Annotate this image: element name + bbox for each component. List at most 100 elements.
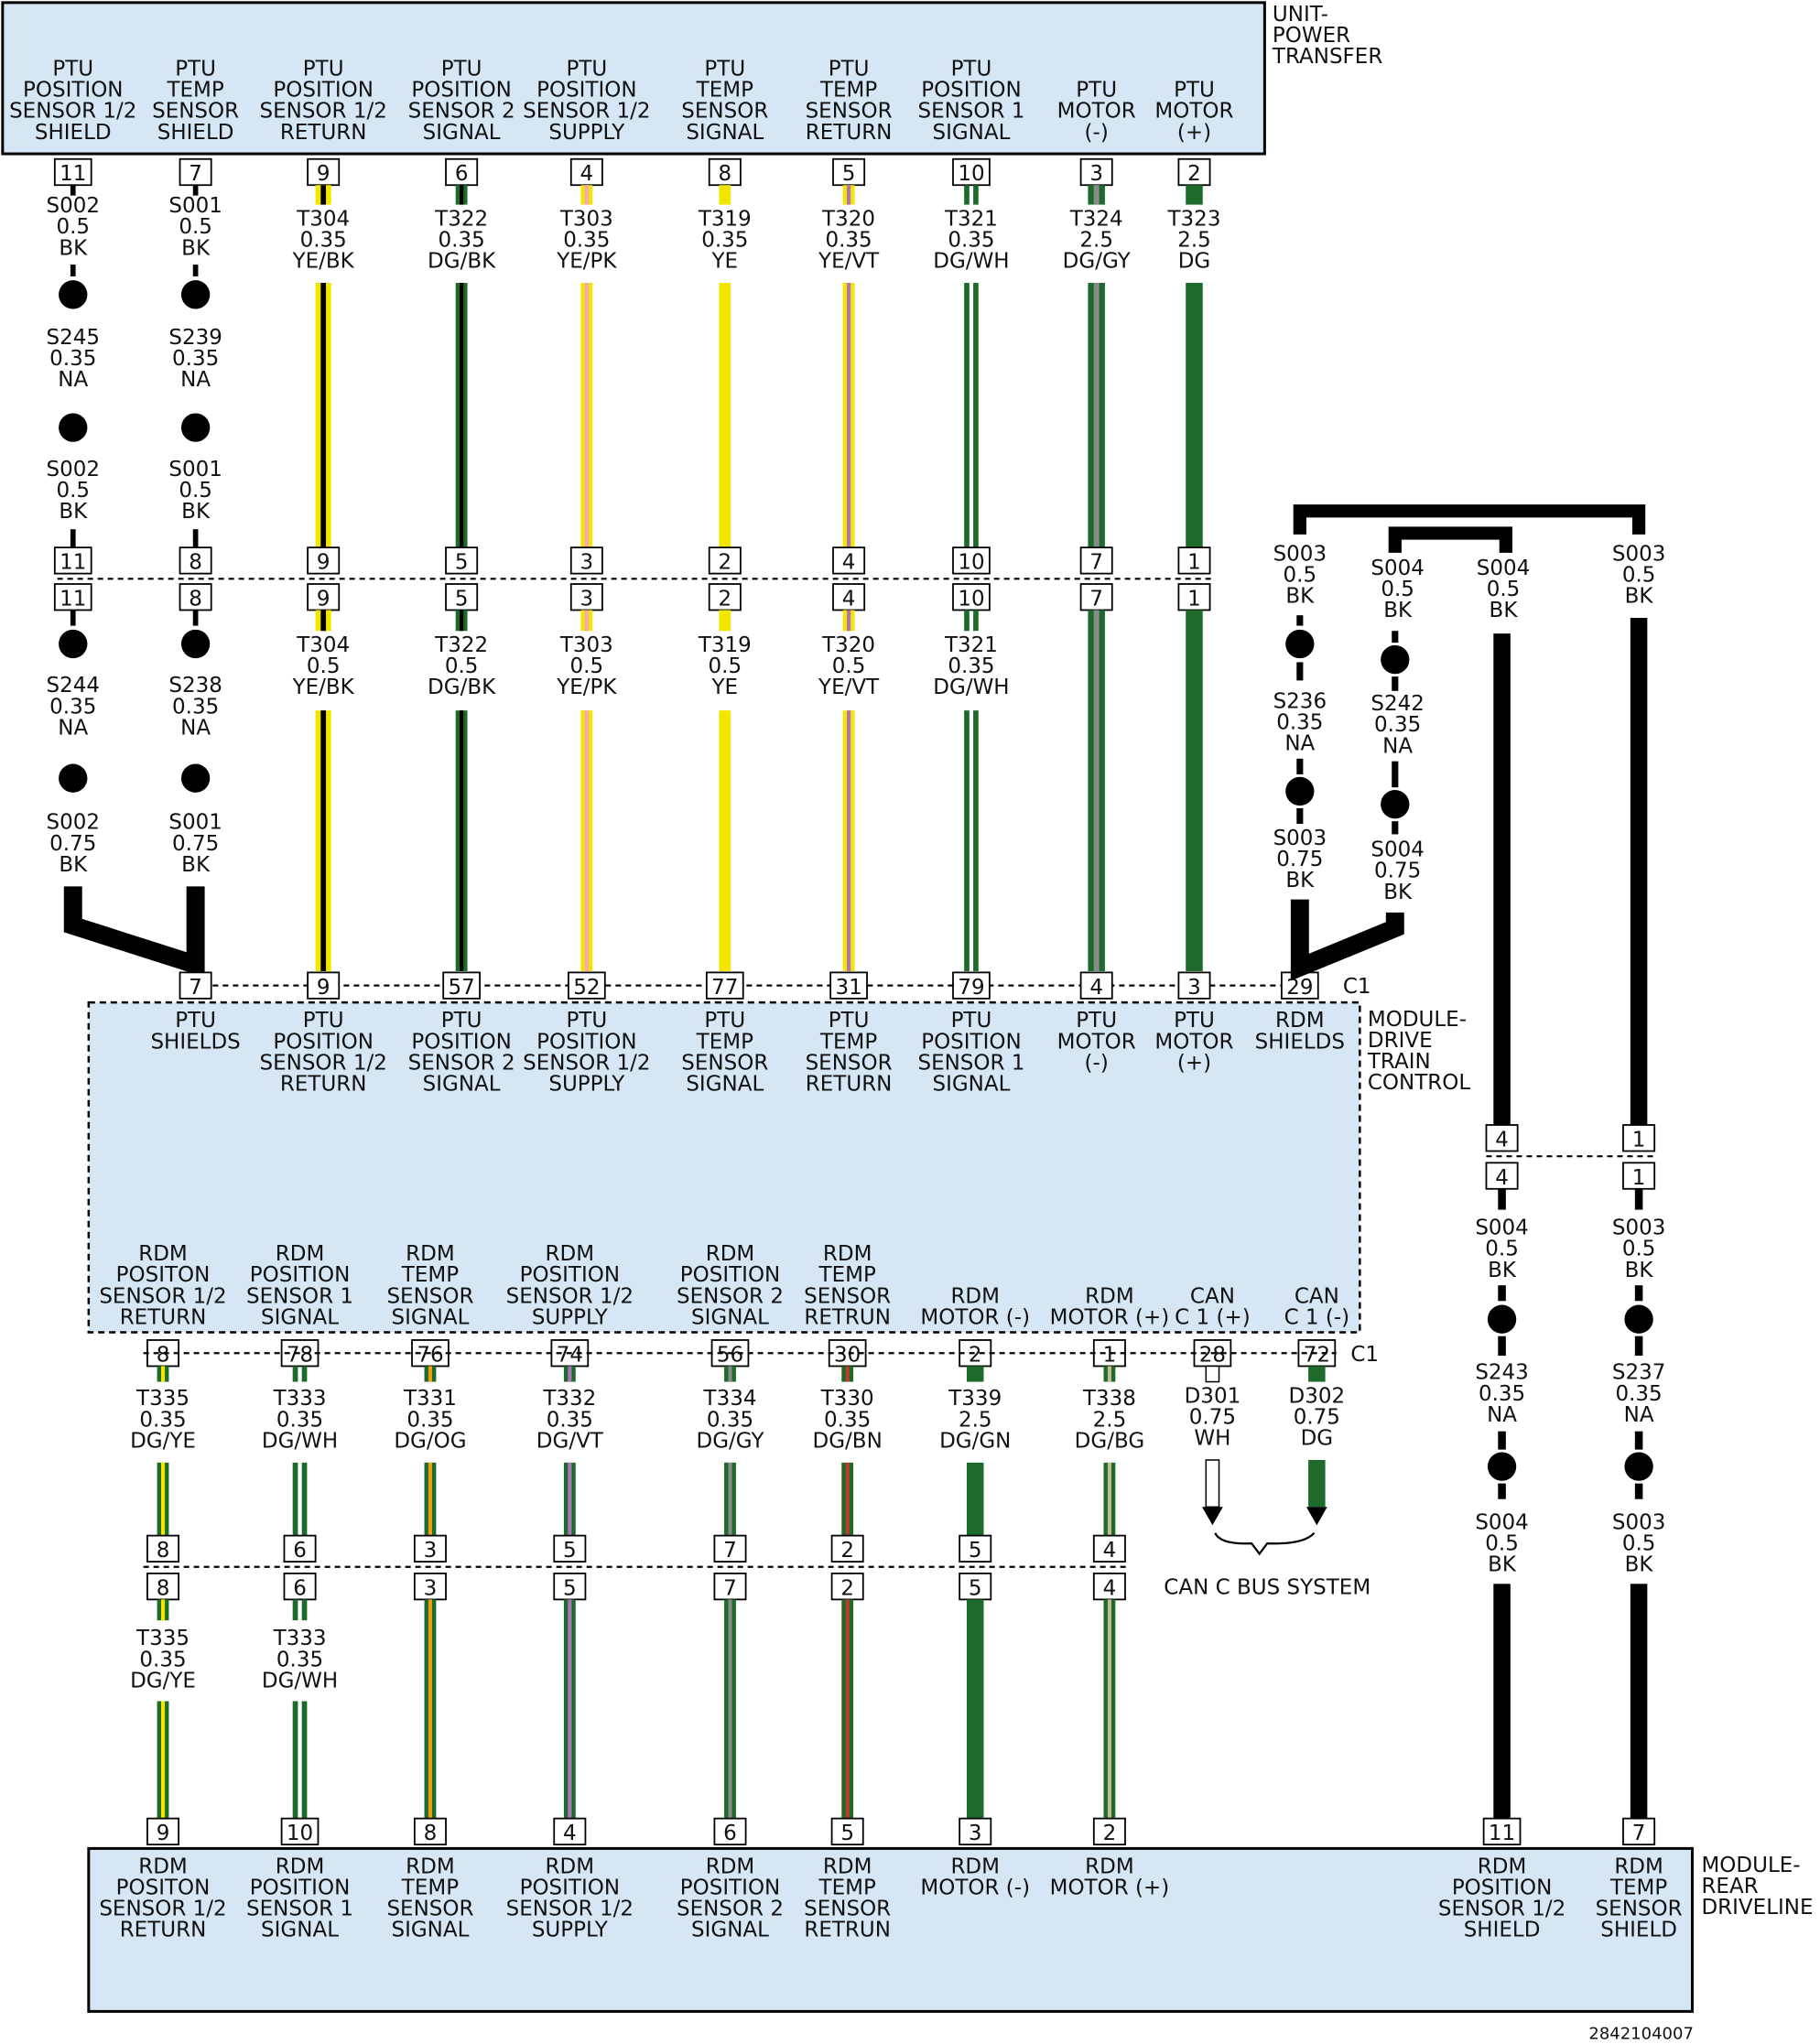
wire-ptu-shield-merge <box>63 886 205 978</box>
wire-spec: 0.5 <box>1485 1532 1519 1556</box>
splice-dot <box>180 413 211 442</box>
wire-spec: 0.5 <box>709 654 742 678</box>
splice-dot <box>180 763 211 793</box>
wire-sig1 <box>973 610 979 632</box>
wire-shield <box>1296 758 1304 774</box>
dtcm-pin-number: 56 <box>717 1343 743 1367</box>
wire-spec: DG/VT <box>536 1429 604 1453</box>
ptu-pin-label: PTU <box>1076 79 1117 103</box>
wire-spec: YE/VT <box>818 250 880 274</box>
wire-r_tret-stripe <box>845 1462 850 1536</box>
wire-spec: S003 <box>1273 827 1327 850</box>
wire-r_sig2-stripe <box>728 1462 732 1536</box>
wire-spec: D301 <box>1185 1384 1241 1408</box>
dtcm-pin-label: MOTOR (+) <box>1050 1305 1170 1329</box>
dtcm-pin-label: POSITION <box>680 1263 781 1287</box>
wire-spec: BK <box>1383 599 1413 622</box>
rdm-pin-label: SENSOR 1/2 <box>99 1898 226 1921</box>
ptu-pin-label: POSITION <box>411 79 512 103</box>
wire-sig1 <box>973 710 979 971</box>
pin-box <box>283 1534 317 1563</box>
inline-pin-number: 2 <box>718 551 731 575</box>
rdm-pin-label: SENSOR 1 <box>246 1898 353 1921</box>
wire-spec: BK <box>1625 585 1654 609</box>
ptu-pin-number: 2 <box>1187 162 1201 186</box>
rdm-pin-label: TEMP <box>1609 1876 1667 1900</box>
wire-shield <box>1296 807 1304 825</box>
wire-spec: BK <box>59 500 88 524</box>
dtcm-pin-label: PTU <box>951 1009 992 1033</box>
wire-spec: DG <box>1178 250 1211 274</box>
rdm-module-name: DRIVELINE <box>1701 1896 1813 1920</box>
wire-spec: DG/WH <box>262 1429 338 1453</box>
dtcm-pin-label: SHIELDS <box>150 1030 240 1054</box>
rdm-pin-number: 11 <box>1489 1822 1515 1845</box>
wire-spec: 0.35 <box>172 695 219 719</box>
pin-box <box>952 546 991 575</box>
dtcm-pin-number: 7 <box>189 976 202 1000</box>
ptu-pin-label: POSITION <box>536 79 637 103</box>
wire-sig2-stripe <box>460 283 464 548</box>
pin-box <box>1622 1124 1656 1152</box>
pin-box <box>568 971 606 1000</box>
dtcm-pin-label: SIGNAL <box>932 1072 1010 1096</box>
dtcm-pin-label: TEMP <box>401 1263 459 1287</box>
rdm-pin-label: MOTOR (+) <box>1050 1876 1170 1900</box>
wire-spec: BK <box>1625 1259 1654 1282</box>
wire-spec: S004 <box>1475 1217 1529 1240</box>
rdm-pin-label: RDM <box>406 1855 455 1878</box>
wire-spec: T333 <box>273 1627 327 1650</box>
dtcm-pin-number: 29 <box>1286 976 1313 1000</box>
dtcm-pin-label: RETURN <box>806 1072 893 1096</box>
pin-box <box>952 971 991 1000</box>
inline-pin-number: 5 <box>563 1539 577 1563</box>
wire-r_sup12-stripe <box>568 1462 572 1536</box>
dtcm-pin-label: PTU <box>175 1009 216 1033</box>
wire-spec: T304 <box>296 633 350 657</box>
inline-pin-number: 1 <box>1187 551 1201 575</box>
pin-box <box>705 971 744 1000</box>
wire-spec: S245 <box>47 326 101 350</box>
wire-spec: 0.5 <box>1284 563 1317 587</box>
wire-spec: NA <box>1624 1403 1654 1427</box>
dtcm-pin-number: 9 <box>317 976 330 1000</box>
ptu-pin-label: TEMP <box>819 79 877 103</box>
pin-box <box>1079 971 1113 1000</box>
wire-spec: 0.5 <box>179 215 212 239</box>
dtcm-pin-label: C 1 (-) <box>1284 1305 1350 1329</box>
wire-spec: T304 <box>296 207 350 231</box>
wire-r_mpos-stripe <box>1107 1462 1111 1536</box>
ptu-pin-label: SENSOR <box>806 100 893 124</box>
wire-rdm-shield-s004 <box>1493 633 1511 1130</box>
wire-spec: 0.35 <box>276 1408 323 1432</box>
dtcm-pin-number: 52 <box>573 976 600 1000</box>
pin-box <box>307 546 341 575</box>
wire-shield <box>1634 1336 1643 1357</box>
rdm-pin-label: POSITION <box>520 1876 621 1900</box>
rdm-pin-number: 7 <box>1632 1822 1646 1845</box>
wire-spec: DG <box>1301 1426 1334 1450</box>
wire-spec: YE/VT <box>818 676 880 699</box>
wire-spec: 0.35 <box>825 228 872 252</box>
wire-ret12-stripe <box>320 710 327 971</box>
ptu-pin-label: SENSOR 2 <box>408 100 515 124</box>
pin-box <box>179 583 212 611</box>
wire-spec: DG/BN <box>813 1429 883 1453</box>
wire-rdm-shield-run <box>1493 1584 1511 1819</box>
dtcm-pin-label: RETURN <box>280 1072 367 1096</box>
dtcm-pin-label: POSITION <box>273 1030 374 1054</box>
inline-pin-number: 8 <box>157 1539 170 1563</box>
pin-box <box>1092 1817 1126 1846</box>
wire-spec: T303 <box>559 207 613 231</box>
wire-spec: T335 <box>135 1387 190 1411</box>
wire-tret-stripe <box>847 610 851 632</box>
dtcm-pin-label: SIGNAL <box>391 1305 469 1329</box>
inline-pin-number: 2 <box>840 1539 854 1563</box>
wire-r_sig1 <box>292 1462 298 1536</box>
pin-box <box>553 1572 587 1601</box>
pin-box <box>146 1817 180 1846</box>
pin-box <box>832 157 866 187</box>
wire-spec: 0.35 <box>707 1408 753 1432</box>
pin-box <box>53 546 92 575</box>
